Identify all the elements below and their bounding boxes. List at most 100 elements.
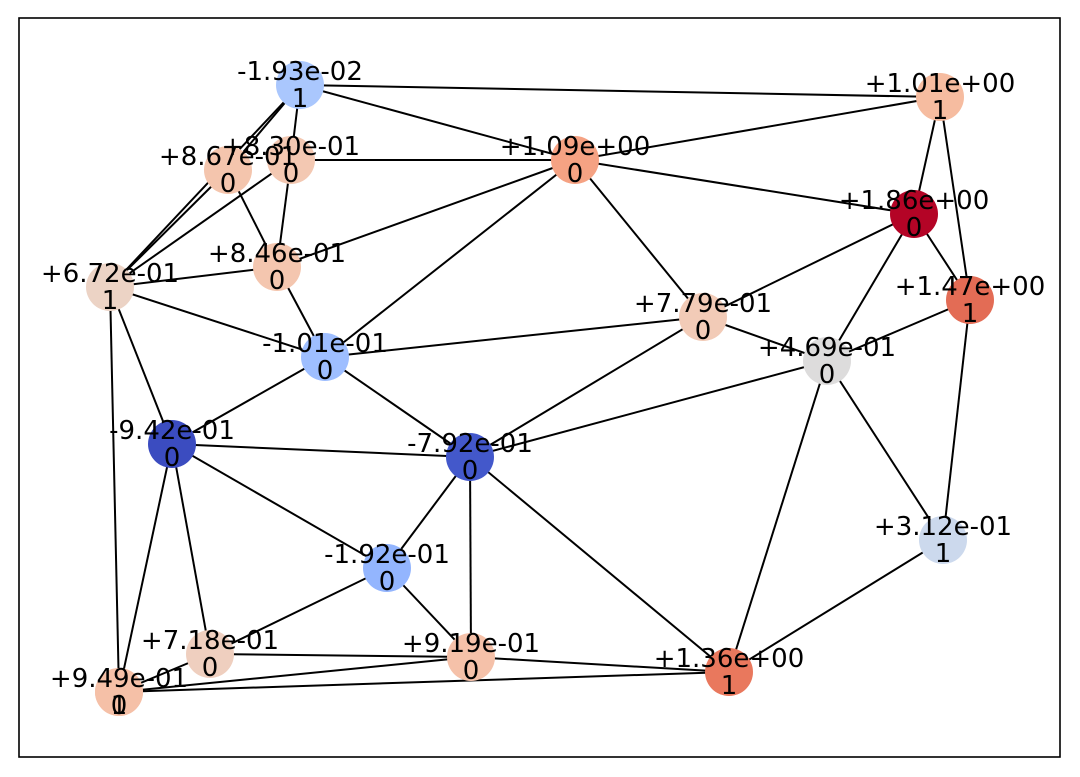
node-n5 [890, 190, 938, 238]
edge-n6-n12 [109, 286, 173, 445]
edge-n6-n10 [109, 286, 326, 358]
edge-n3-n6 [109, 159, 292, 288]
node-class-label: 0 [269, 266, 286, 296]
node-class-label: 1 [932, 96, 949, 126]
plot-frame [18, 17, 1061, 758]
node-class-label: 0 [379, 567, 396, 597]
edge-n4-n1 [574, 96, 941, 161]
edge-n17-n18 [470, 656, 730, 673]
edge-n0-n4 [299, 84, 576, 161]
nodes-layer: -1.93e-021+1.01e+001+8.67e-010+8.30e-010… [41, 57, 1045, 721]
edge-n12-n16 [171, 443, 211, 655]
edge-n5-n9 [702, 213, 915, 318]
edge-n6-n20 [109, 286, 120, 693]
edge-n4-n10 [324, 159, 576, 358]
node-n16 [186, 630, 234, 678]
edge-n11-n14 [826, 360, 944, 541]
edge-n1-n8 [939, 96, 971, 301]
edge-n4-n9 [574, 159, 704, 318]
node-value-label: -1.01e-01 [262, 329, 388, 359]
node-value-label: +9.49e-01 [50, 664, 188, 694]
node-value-label: +1.86e+00 [839, 186, 990, 216]
node-value-label: +1.09e+00 [500, 132, 651, 162]
edge-n4-n7 [276, 159, 576, 268]
node-class-label: 1 [102, 286, 119, 316]
edge-n8-n14 [942, 299, 971, 541]
edge-n13-n17 [469, 456, 472, 658]
edge-n12-n15 [171, 443, 388, 569]
edge-n18-n20 [118, 671, 730, 693]
node-n6 [86, 263, 134, 311]
node-class-label: 0 [317, 356, 334, 386]
node-value-label: -9.42e-01 [109, 416, 235, 446]
node-value-label: +9.19e-01 [402, 629, 540, 659]
node-n11 [803, 337, 851, 385]
edge-n10-n12 [171, 356, 326, 445]
edge-n11-n18 [728, 360, 828, 673]
node-class-label: 1 [935, 539, 952, 569]
node-value-label: +6.72e-01 [41, 259, 179, 289]
edge-n13-n18 [469, 456, 730, 673]
node-value-label: +1.36e+00 [654, 644, 805, 674]
node-class-label: 1 [292, 84, 309, 114]
edge-n8-n11 [826, 299, 971, 362]
edge-n15-n16 [209, 567, 388, 655]
node-n17 [447, 633, 495, 681]
node-class-label: 0 [695, 316, 712, 346]
node-n8 [946, 276, 994, 324]
node-value-label: +1.01e+00 [865, 69, 1016, 99]
edge-n6-n7 [109, 266, 278, 288]
node-value-label: +7.18e-01 [141, 626, 279, 656]
node-value-label: +8.30e-01 [222, 132, 360, 162]
edge-n4-n5 [574, 159, 915, 215]
node-value-label: +4.69e-01 [758, 333, 896, 363]
edge-n17-n20 [118, 656, 472, 693]
node-n13 [446, 433, 494, 481]
node-value-label: +8.46e-01 [208, 239, 346, 269]
edge-n10-n13 [324, 356, 471, 458]
node-value-label: +3.12e-01 [874, 512, 1012, 542]
node-n18 [705, 648, 753, 696]
node-class-label: 0 [202, 653, 219, 683]
node-class-label: 0 [283, 159, 300, 189]
node-value-label: -1.93e-02 [237, 57, 363, 87]
node-n0 [276, 61, 324, 109]
edge-n9-n13 [469, 316, 704, 458]
node-value-label: +7.79e-01 [634, 289, 772, 319]
node-class-label: 0 [463, 656, 480, 686]
node-n7 [253, 243, 301, 291]
edge-n0-n1 [299, 84, 941, 98]
node-class-label: 0 [462, 456, 479, 486]
node-n4 [551, 136, 599, 184]
edge-n10-n9 [324, 316, 704, 358]
node-class-label: 0 [819, 360, 836, 390]
edge-n11-n13 [469, 360, 828, 458]
node-value-label: -7.92e-01 [407, 429, 533, 459]
node-class-label: 0 [220, 169, 237, 199]
edge-n12-n20 [118, 443, 173, 693]
node-n2 [204, 146, 252, 194]
node-class-label: 1 [111, 691, 128, 721]
node-n9 [679, 293, 727, 341]
node-n1 [916, 73, 964, 121]
node-class-label: 0 [111, 691, 128, 721]
node-class-label: 0 [567, 159, 584, 189]
node-value-label: +1.47e+00 [895, 272, 1046, 302]
node-class-label: 0 [164, 443, 181, 473]
node-n15 [363, 544, 411, 592]
edge-n18-n14 [728, 539, 944, 673]
node-value-label: +8.67e-01 [159, 142, 297, 172]
node-n14 [919, 516, 967, 564]
edge-n2-n6 [109, 169, 229, 288]
node-n10 [301, 333, 349, 381]
node-class-label: 1 [721, 671, 738, 701]
edge-n12-n13 [171, 443, 471, 458]
node-class-label: 1 [962, 299, 979, 329]
edge-n16-n17 [209, 653, 472, 658]
edge-n0-n6 [109, 84, 301, 288]
edge-n5-n11 [826, 213, 915, 362]
node-n12 [148, 420, 196, 468]
node-n3 [267, 136, 315, 184]
node-n20 [95, 668, 143, 716]
